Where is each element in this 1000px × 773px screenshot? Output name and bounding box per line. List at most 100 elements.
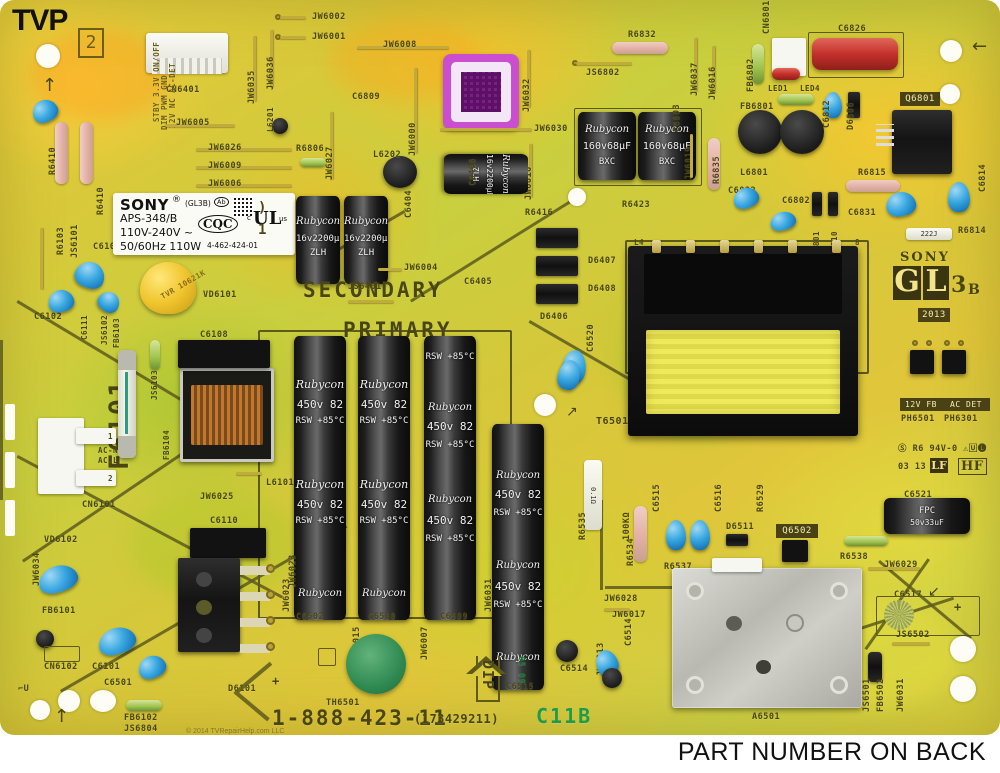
mounting-hole — [36, 44, 60, 68]
resistor-pink — [708, 138, 720, 190]
label-datamatrix — [232, 196, 254, 218]
silk-d6806: D6806 — [846, 101, 856, 130]
cap-series-temp: RSW +85°C — [493, 508, 543, 518]
cap-rating: 50v33uF — [910, 518, 944, 527]
silk-r6537: R6537 — [664, 562, 693, 572]
silk-year: 2013 — [918, 308, 950, 322]
pcb-pad — [266, 564, 275, 573]
silk-c6521: C6521 — [904, 490, 933, 500]
cap-brand: Rubycon — [359, 478, 409, 491]
silk-vd6102: VD6102 — [44, 535, 78, 545]
silk-l6202: L6202 — [373, 150, 402, 160]
badge-l: L — [923, 266, 949, 300]
silk-jw6017: JW6017 — [612, 610, 646, 620]
silk-led1: LED1 — [768, 84, 789, 93]
resistor-r6534 — [634, 506, 647, 562]
varistor-vd6101 — [140, 262, 196, 314]
cap-outline — [574, 108, 702, 186]
d6101-lead — [240, 618, 270, 627]
silk-c6502: C6502 — [296, 612, 325, 622]
capacitor-2200uf: Rubycon 16v2200µF ZLH — [296, 196, 340, 284]
optocoupler-ph6301 — [942, 350, 966, 374]
capacitor-c6515: Rubycon 450v 82 RSW +85°C Rubycon 450v 8… — [492, 424, 544, 690]
silk-t6501: T6501 — [596, 416, 629, 427]
silk-jw6008: JW6008 — [383, 40, 417, 50]
diode-d6806 — [848, 92, 860, 118]
heatsink-hole — [726, 616, 742, 631]
cap-series-temp: RSW +85°C — [425, 534, 475, 544]
cap-rating: 450v 82 — [426, 514, 474, 527]
cap-brand: Rubycon — [495, 652, 541, 663]
c6826-outline — [808, 32, 904, 78]
silk-c6508: C6508 — [368, 612, 397, 622]
mounting-hole — [568, 188, 586, 206]
cap-rating: 450v 82 — [494, 580, 542, 593]
mounting-hole — [90, 690, 116, 712]
polarity-plus: + — [272, 674, 280, 688]
up-arrow-icon: ↑ — [54, 706, 70, 727]
jumper-jw6017 — [604, 608, 630, 611]
cap-brand: Rubycon — [344, 216, 388, 227]
ceramic-capacitor — [884, 189, 918, 219]
jumper-jw6009 — [196, 166, 292, 169]
silk-jw6037: JW6037 — [690, 62, 700, 96]
silk-fb6101: FB6101 — [42, 606, 76, 616]
part-number: 1-888-423-11 — [272, 706, 448, 730]
heatsink-screw — [830, 582, 848, 600]
transformer-pin — [754, 240, 763, 253]
edge-pad — [5, 404, 15, 440]
label-code: 4-462-424-01 — [207, 241, 259, 250]
ceramic-capacitor — [948, 182, 970, 212]
heatsink-screw — [830, 676, 848, 694]
cap-series: ZLH — [357, 248, 375, 258]
component-disc — [36, 630, 54, 648]
jumper-jw6004 — [378, 268, 402, 271]
jumper-jw6000 — [414, 68, 417, 154]
jumper-jw6002 — [280, 16, 306, 19]
badge-g: G — [893, 264, 921, 300]
ceramic-capacitor — [45, 287, 77, 315]
cn6102-outline — [44, 646, 80, 662]
silk-ac-l: AC-L — [98, 456, 119, 465]
badge-3: 3 — [951, 272, 967, 298]
silk-jw6031b: JW6031 — [896, 678, 906, 712]
pin-2: 2 — [108, 474, 114, 483]
silk-q6801: Q6801 — [900, 92, 940, 106]
pcb-trace — [0, 340, 3, 500]
silk-fb6104: FB6104 — [162, 429, 171, 460]
silk-c6814: C6814 — [978, 163, 988, 192]
pcb-trace — [233, 690, 270, 722]
copyright-watermark: © 2014 TVRepairHelp.com LLC — [186, 728, 285, 735]
down-arrow-icon: ↙ — [928, 584, 940, 600]
silk-c6514: C6514 — [624, 617, 634, 646]
resistor-r6417 — [55, 122, 68, 184]
cap-brand: FPC — [918, 506, 936, 516]
silk-c6404: C6404 — [404, 189, 414, 218]
polarity-plus: + — [954, 600, 962, 614]
pcb-pad — [912, 340, 918, 346]
cap-brand: Rubycon — [584, 124, 630, 135]
capacitor-160v68uf: Rubycon 160v68µF BXC — [578, 112, 636, 180]
coil-windings — [191, 384, 263, 446]
heatsink-screw — [686, 582, 704, 600]
inductor-l6801 — [738, 110, 782, 154]
cap-brand: Rubycon — [427, 494, 473, 505]
label-gl-mark: (GL3B) — [185, 199, 211, 208]
silk-js6804: JS6804 — [124, 724, 158, 734]
silk-jw6009: JW6009 — [208, 161, 242, 171]
ferrite-js6103 — [150, 340, 160, 370]
label-ul-c: c — [247, 214, 251, 222]
jumper-jw6026 — [196, 148, 292, 151]
pcb-pad — [275, 14, 281, 20]
mark-hf: HF — [958, 458, 987, 475]
capacitor-c6521: FPC 50v33uF — [884, 498, 970, 534]
ceramic-capacitor — [71, 257, 109, 293]
silk-c6405: C6405 — [464, 277, 493, 287]
silk-ph6501: PH6501 — [901, 414, 935, 424]
cap-brand: Rubycon — [500, 154, 510, 194]
pcb-pad — [266, 590, 275, 599]
resistor-r6814: 222J — [906, 228, 952, 240]
silk-js6401: JS6401 — [348, 282, 382, 292]
silk-jw6002: JW6002 — [312, 12, 346, 22]
